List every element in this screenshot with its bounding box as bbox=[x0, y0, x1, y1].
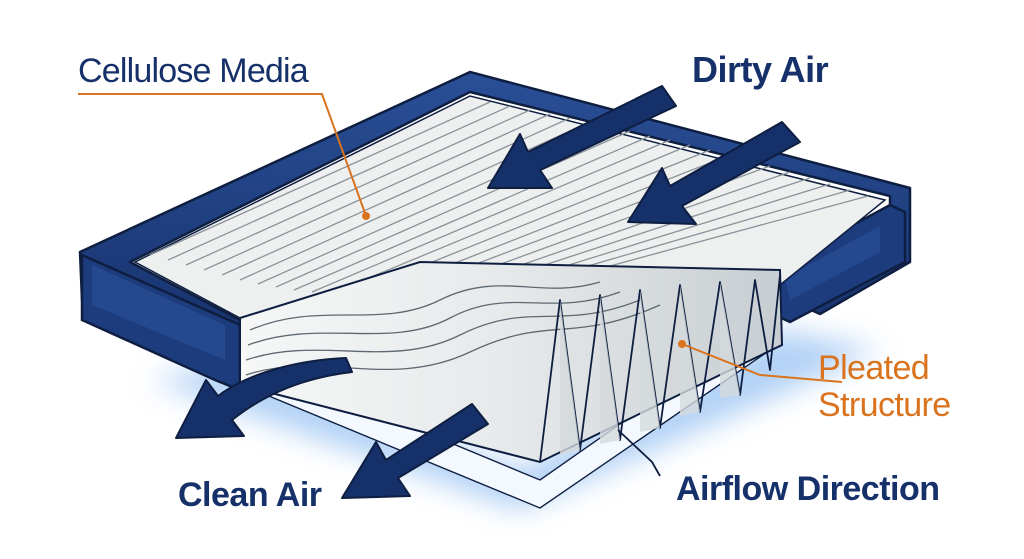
label-pleated-line2: Structure bbox=[818, 385, 951, 424]
leader-cellulose bbox=[78, 93, 367, 217]
pleated-cutaway bbox=[239, 260, 784, 464]
label-pleated-line1: Pleated bbox=[818, 349, 930, 387]
leader-lines bbox=[78, 93, 843, 383]
arrow-down-left-icon bbox=[175, 357, 489, 499]
filter-frame bbox=[78, 70, 912, 392]
media-surface bbox=[133, 95, 887, 319]
label-cellulose-media: Cellulose Media bbox=[78, 52, 309, 90]
arrow-down-left-icon bbox=[487, 85, 801, 225]
label-dirty-air: Dirty Air bbox=[692, 49, 829, 90]
leader-pleated bbox=[681, 343, 843, 383]
label-pleated-structure: Pleated Structure bbox=[818, 350, 951, 423]
label-airflow-direction: Airflow Direction bbox=[676, 470, 940, 508]
label-clean-air: Clean Air bbox=[178, 476, 322, 514]
leader-airflow bbox=[617, 429, 661, 477]
